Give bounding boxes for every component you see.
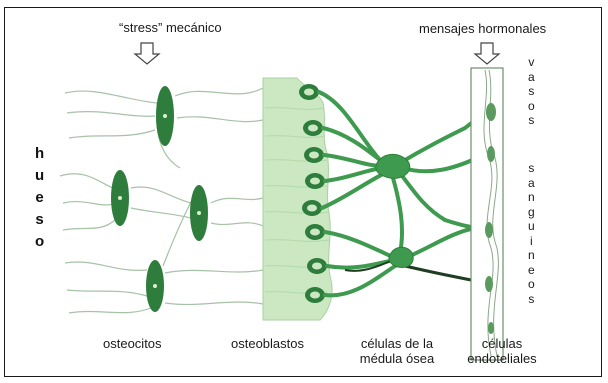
hormonal-label: mensajes hormonales (419, 21, 546, 36)
marrow-cells-label: células de la médula ósea (355, 336, 439, 366)
vessel-letter: n (528, 248, 535, 263)
vessel-letter: e (528, 263, 535, 278)
endothelial-label-line1: células (460, 336, 544, 351)
vessel-letter: n (528, 190, 535, 205)
endothelial-cell (488, 322, 494, 334)
bone-cell-illustration (5, 8, 603, 378)
endothelial-label-line2: endoteliales (460, 351, 544, 366)
vessel-letter: s (528, 113, 534, 128)
vessel-letter: o (528, 277, 535, 292)
vessel-letter: a (528, 176, 535, 191)
bone-letter: s (35, 209, 43, 231)
vessel-letter: s (528, 292, 534, 307)
bone-letter: o (35, 231, 44, 253)
endothelial-cell (486, 103, 496, 121)
bone-letter: h (35, 143, 44, 165)
osteocytes (111, 86, 208, 312)
down-arrow-icon (475, 43, 499, 64)
osteoblast-layer (263, 78, 332, 320)
stress-label: “stress” mecánico (119, 20, 222, 35)
bone-letter: u (35, 165, 44, 187)
vessel-letter: v (528, 55, 534, 70)
diagram-frame: “stress” mecánico mensajes hormonales h … (4, 7, 602, 377)
vessel-letter: i (530, 234, 533, 249)
endothelial-cell (485, 276, 493, 292)
endothelial-cells-label: células endoteliales (460, 336, 544, 366)
vessel-letter: o (528, 99, 535, 114)
osteocytes-label: osteocitos (103, 336, 162, 351)
endothelial-cell (487, 146, 495, 162)
bone-letter: e (35, 187, 43, 209)
bone-label: h u e s o (35, 143, 44, 253)
down-arrow-icon (135, 43, 159, 64)
marrow-cell (376, 154, 410, 178)
vessels-label-word2: s a n g u i n e o s (528, 161, 535, 306)
osteoblasts-label: osteoblastos (231, 336, 304, 351)
vessel-letter: s (528, 84, 534, 99)
vessel-letter: a (528, 70, 535, 85)
marrow-cell (389, 247, 413, 267)
marrow-label-line1: células de la (355, 336, 439, 351)
endothelial-cell (485, 222, 493, 238)
vessel-letter: u (528, 219, 535, 234)
blood-vessel (471, 68, 503, 360)
vessel-letter: g (528, 205, 535, 220)
marrow-label-line2: médula ósea (355, 351, 439, 366)
vessels-label-word1: v a s o s (528, 55, 535, 128)
vessel-letter: s (528, 161, 534, 176)
